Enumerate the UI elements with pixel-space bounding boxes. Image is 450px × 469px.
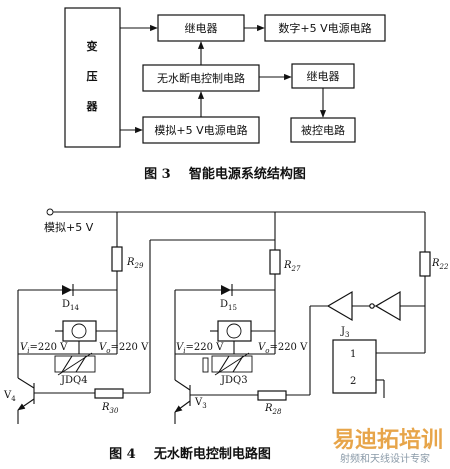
r28-label: R28 (264, 403, 282, 416)
transformer-label-3: 器 (86, 100, 99, 113)
vo-left-label: Vo=220 V (99, 342, 149, 355)
figure-4-circuit: 模拟+5 V R29 D14 Vi=220 V Vo=220 V JDQ4 V4 (3, 208, 449, 462)
analog-supply-block (142, 116, 260, 144)
ups-control-block (142, 64, 260, 92)
d15-label: D15 (220, 299, 237, 312)
jdq4-label: JDQ4 (60, 375, 88, 386)
vi-right-label: Vi=220 V (176, 342, 224, 355)
jdq3-label: JDQ3 (220, 375, 248, 386)
transformer-block (64, 7, 121, 148)
r29-resistor (111, 246, 123, 272)
relay-right-label: 继电器 (307, 70, 340, 83)
j3-label: J3 (340, 326, 349, 339)
figure-4-caption: 图 4 无水断电控制电路图 (109, 446, 271, 462)
watermark-subtitle: 射频和天线设计专家 (340, 452, 430, 465)
jdq4-switch-arrow (57, 352, 93, 376)
analog-supply-label: 模拟+5 V电源电路 (154, 123, 247, 137)
relay-top-block (157, 14, 245, 42)
buffer-1-node (369, 303, 375, 309)
jdq3-switch-arrow (214, 352, 250, 376)
r28-resistor (257, 390, 287, 401)
jdq3-contact-stub (202, 357, 209, 373)
r27-resistor (269, 249, 281, 275)
buffer-2-icon (374, 290, 401, 322)
supply-terminal (46, 208, 54, 216)
r27-label: R27 (283, 260, 301, 273)
jdq3-coil-circle (226, 323, 242, 339)
transformer-label-2: 压 (87, 69, 98, 83)
jdq4-coil-circle (71, 323, 87, 339)
digital-supply-label: 数字+5 V电源电路 (278, 21, 371, 35)
v4-label: V4 (3, 390, 16, 403)
v3-label: V3 (194, 397, 207, 410)
v4-emitter (17, 398, 35, 411)
j3-connector (332, 339, 377, 394)
controlled-circuit-label: 被控电路 (301, 123, 345, 137)
jdq4-switch-blade-2 (75, 355, 87, 373)
digital-supply-block (264, 14, 386, 42)
figure-3-block-diagram: 变 压 器 继电器 数字+5 V电源电路 无水断电控制电路 继电器 模拟+5 V… (64, 7, 386, 182)
jdq3-switch-body (211, 355, 253, 373)
transformer-label-1: 变 (87, 39, 98, 53)
r22-resistor (419, 251, 431, 277)
vi-left-label: Vi=220 V (20, 342, 68, 355)
d15-diode-icon (221, 285, 231, 295)
j3-pin1-label: 1 (350, 349, 356, 360)
jdq3-switch-blade-2 (232, 355, 244, 373)
supply-label: 模拟+5 V (44, 220, 94, 234)
figure-3-caption: 图 3 智能电源系统结构图 (144, 166, 306, 182)
relay-top-label: 继电器 (185, 22, 218, 35)
r22-label: R22 (431, 258, 449, 271)
j3-pin2-label: 2 (350, 376, 356, 387)
v4-collector (17, 377, 35, 389)
jdq3-switch-blade-1 (218, 355, 230, 373)
r30-label: R30 (101, 402, 119, 415)
jdq4-switch-body (54, 355, 96, 373)
r30-resistor (94, 388, 124, 399)
jdq4-switch-blade-1 (61, 355, 73, 373)
r29-label: R29 (126, 257, 144, 270)
watermark-brand: 易迪拓培训 (333, 427, 443, 453)
v3-collector (174, 379, 191, 391)
ups-control-label: 无水断电控制电路 (157, 71, 245, 85)
d14-diode-icon (62, 285, 72, 295)
v3-emitter (174, 400, 191, 413)
controlled-circuit-block (290, 117, 356, 143)
buffer-1-icon (326, 290, 353, 322)
d14-label: D14 (62, 299, 79, 312)
vo-right-label: Vo=220 V (258, 342, 308, 355)
watermark: 易迪拓培训 射频和天线设计专家 (333, 427, 443, 465)
